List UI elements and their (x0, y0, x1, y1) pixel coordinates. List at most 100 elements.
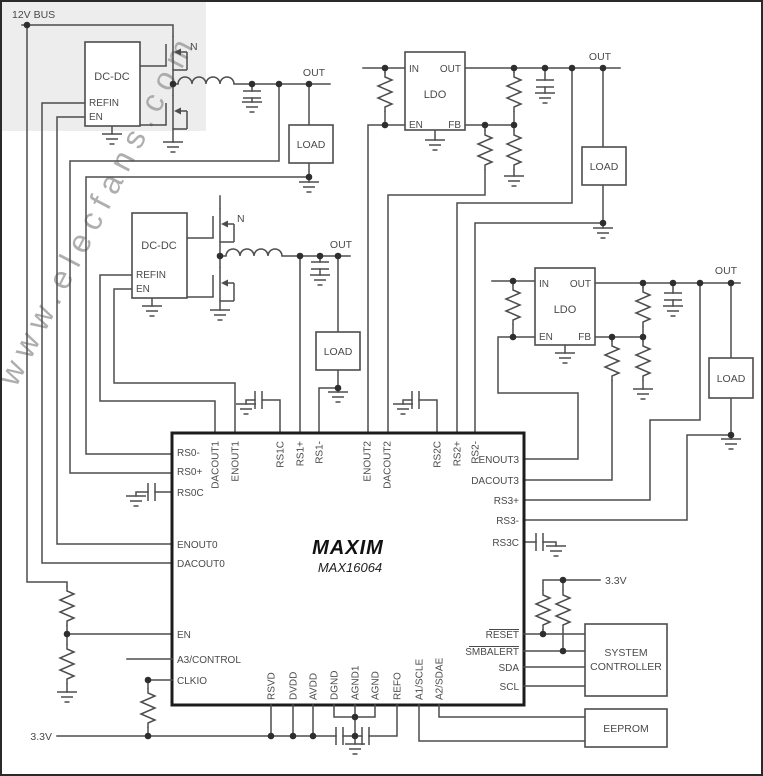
ic-left-pin-labels: RS0- RS0+ RS0C ENOUT0 DACOUT0 EN A3/CONT… (177, 448, 241, 687)
channel2-wires (362, 67, 621, 434)
pin-enout3: ENOUT3 (478, 455, 519, 466)
system-controller-block (584, 623, 668, 697)
smbalert-pullup-res (555, 589, 571, 631)
pin-enout2: ENOUT2 (363, 441, 374, 482)
pin-rs3c: RS3C (492, 538, 519, 549)
pin-rs1-plus: RS1+ (296, 441, 307, 466)
out-label-0: OUT (303, 67, 326, 79)
junction-dots (23, 21, 735, 740)
load2-block (581, 146, 627, 186)
pin-dvdd: DVDD (289, 672, 300, 700)
ic-right-pin-labels: ENOUT3 DACOUT3 RS3+ RS3- RS3C RESET SMBA… (465, 455, 519, 693)
ground (720, 438, 742, 450)
pin-clkio: CLKIO (177, 676, 207, 687)
ground (632, 388, 654, 400)
ldo2-title: LDO (554, 304, 577, 316)
ground (592, 227, 614, 239)
load3-block (708, 357, 754, 399)
pin-rs2c: RS2C (433, 441, 444, 468)
load0-block (288, 124, 334, 164)
load3-label: LOAD (717, 373, 746, 385)
pin-sda: SDA (498, 663, 519, 674)
dcdc1-refin-pin: REFIN (89, 98, 119, 109)
pin-rs2-minus: RS2- (471, 441, 482, 464)
pin-rs3-minus: RS3- (496, 516, 519, 527)
out-label-1: OUT (330, 239, 353, 251)
ldo1-block (404, 51, 466, 131)
pin-avdd: AVDD (309, 673, 320, 700)
dcdc2-refin-pin: REFIN (136, 270, 166, 281)
rs3c-cap (535, 532, 544, 552)
pin-enout0: ENOUT0 (177, 540, 218, 551)
ldo2-en-pullup (505, 284, 521, 326)
mosfet-n-label-0: N (190, 41, 198, 53)
ground (545, 545, 567, 557)
pin-en: EN (177, 630, 191, 641)
ground (162, 141, 184, 153)
pin-a1-scle: A1/SCLE (415, 659, 426, 700)
pin-a2-sdae: A2/SDAE (435, 657, 446, 700)
ldo2-dac-res (604, 340, 620, 382)
ldo2-fb-res-bottom (635, 340, 651, 382)
pin-rs1c: RS1C (276, 441, 287, 468)
ground (56, 691, 78, 703)
load1-label: LOAD (324, 346, 353, 358)
pin-scl: SCL (500, 682, 520, 693)
dcdc1-title: DC-DC (94, 71, 129, 83)
clkio-pullup-res (140, 687, 156, 729)
en-divider-res-top (59, 585, 75, 627)
mosfet-high-side-1 (212, 207, 235, 243)
ldo1-out-pin: OUT (440, 64, 461, 75)
pin-rs2-plus: RS2+ (453, 441, 464, 466)
pin-dacout0: DACOUT0 (177, 559, 225, 570)
inductor-1 (225, 248, 283, 257)
ground (209, 309, 231, 321)
pin-dacout3: DACOUT3 (471, 476, 519, 487)
ground (327, 391, 349, 403)
ldo1-in-pin: IN (409, 64, 419, 75)
pin-dacout2: DACOUT2 (383, 441, 394, 489)
pin-rs1-minus: RS1- (315, 441, 326, 464)
pin-dacout1: DACOUT1 (211, 441, 222, 489)
ground (235, 403, 257, 415)
avdd-bypass-cap (335, 726, 344, 746)
pin-agnd1: AGND1 (351, 665, 362, 700)
ground (534, 92, 556, 104)
pin-rs0c: RS0C (177, 488, 204, 499)
dcdc1-block (84, 41, 141, 127)
ldo1-en-pullup (377, 71, 393, 113)
pin-rsvd: RSVD (267, 672, 278, 700)
ldo1-fb-res-top (506, 71, 522, 113)
dcdc2-title: DC-DC (141, 240, 176, 252)
maxim-logo: MAXIM (312, 537, 384, 559)
max16064-ic (170, 431, 526, 707)
pin-rs0-plus: RS0+ (177, 467, 202, 478)
ldo1-fb-res-bottom (506, 129, 522, 171)
channel3-wires (491, 280, 742, 557)
ground (662, 305, 684, 317)
refo-bypass-cap (361, 726, 370, 746)
ldo2-in-pin: IN (539, 279, 549, 290)
ldo1-output-cap (535, 79, 555, 88)
ground (424, 139, 446, 151)
ic-bottom-pin-labels: RSVD DVDD AVDD DGND AGND1 AGND REFO A1/S… (267, 657, 446, 700)
rs0c-cap (147, 482, 156, 502)
ldo2-fb-pin: FB (578, 332, 591, 343)
en-divider-res-bottom (59, 643, 75, 685)
reset-pullup-res (535, 589, 551, 631)
ground (241, 101, 263, 113)
ground (392, 403, 414, 415)
system-controller-line2: CONTROLLER (590, 661, 662, 673)
eeprom-block (584, 708, 668, 748)
pin-a3-control: A3/CONTROL (177, 655, 241, 666)
mosfet-n-label-1: N (237, 213, 245, 225)
ic-top-pin-labels: DACOUT1 ENOUT1 RS1C RS1+ RS1- ENOUT2 DAC… (211, 441, 482, 489)
ground (125, 495, 147, 507)
dcdc2-block (131, 212, 188, 299)
rs1c-cap (254, 390, 263, 410)
ldo1-en-pin: EN (409, 120, 423, 131)
rail-3v3-left-label: 3.3V (30, 731, 52, 743)
